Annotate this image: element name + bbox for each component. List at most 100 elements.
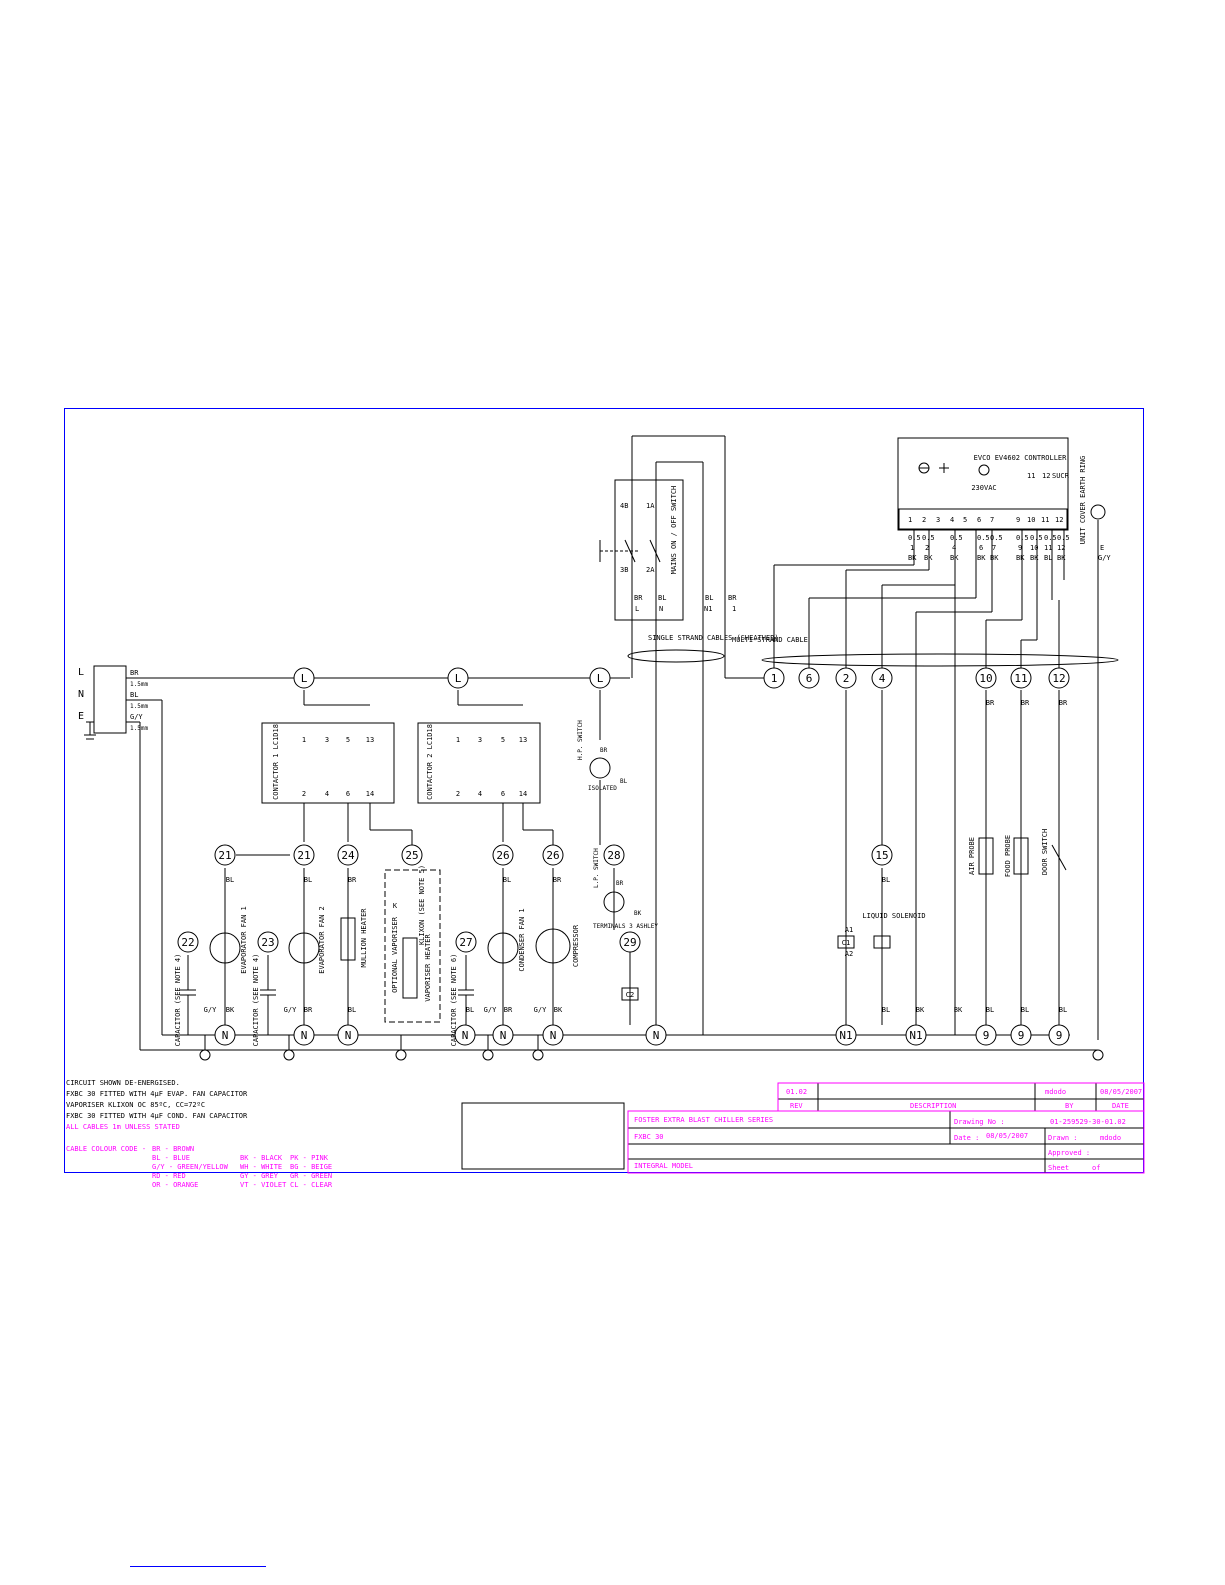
c2-top-3: 3: [478, 736, 482, 744]
tb-sheet-label: Sheet: [1048, 1164, 1069, 1172]
node-21b: 21: [297, 849, 310, 862]
c1-top-3: 3: [325, 736, 329, 744]
cc3-0: PK - PINK: [290, 1154, 329, 1162]
c1-top-5: 5: [346, 736, 350, 744]
tb-rev-by: mdodo: [1045, 1088, 1066, 1096]
door-switch-label: DOOR SWITCH: [1041, 829, 1049, 875]
coil-a2: A2: [845, 950, 853, 958]
footer-link-underline[interactable]: [130, 1566, 266, 1567]
color-3: BK: [977, 554, 986, 562]
color-6: BK: [1030, 554, 1039, 562]
cap3-label: CAPACITOR (SEE NOTE 6): [450, 954, 458, 1047]
switch-tag-2: N: [659, 605, 663, 613]
supply-e: E: [78, 711, 84, 722]
size-8: 0.5: [1057, 534, 1070, 542]
tb-drawn: mdodo: [1100, 1134, 1121, 1142]
switch-term-1a: 1A: [646, 502, 655, 510]
c2-bot-2: 2: [456, 790, 460, 798]
node-l-3: L: [597, 672, 604, 685]
node-n-6: N: [550, 1029, 557, 1042]
tag-1: 2: [925, 544, 929, 552]
hp-switch-label: H.P. SWITCH: [577, 720, 584, 760]
node-22: 22: [181, 936, 194, 949]
node-27: 27: [459, 936, 472, 949]
tb-approved-label: Approved :: [1048, 1149, 1090, 1157]
cap2-label: CAPACITOR (SEE NOTE 4): [252, 954, 260, 1047]
switch-term-2a: 2A: [646, 566, 655, 574]
c1-top-13: 13: [366, 736, 374, 744]
tag-bl-8: BL: [986, 1006, 994, 1014]
supply-size-1: 1.5mm: [130, 681, 148, 688]
supply-gy: G/Y: [130, 713, 143, 721]
switch-tag-1: L: [635, 605, 639, 613]
controller-term-12: 12: [1055, 516, 1063, 524]
cc1-3: RD - RED: [152, 1172, 186, 1180]
tag-bl-3: BL: [503, 876, 511, 884]
hp-switch-note: ISOLATED: [588, 785, 617, 792]
note-2: FXBC 30 FITTED WITH 4µF EVAP. FAN CAPACI…: [66, 1090, 248, 1098]
light-icon: [978, 464, 990, 476]
controller-term-6: 6: [977, 516, 981, 524]
cc2-2: GY - GREY: [240, 1172, 279, 1180]
earth-color: G/Y: [1098, 554, 1111, 562]
tag-br-2: BR: [553, 876, 562, 884]
hp-color-bl: BL: [620, 778, 628, 785]
size-6: 0.5: [1030, 534, 1043, 542]
switch-color-4: BR: [728, 594, 737, 602]
coil-c2: C2: [626, 991, 634, 999]
cc1-4: OR - ORANGE: [152, 1181, 198, 1189]
tb-model: FXBC 30: [634, 1133, 664, 1141]
c1-top-1: 1: [302, 736, 306, 744]
tb-date: 08/05/2007: [986, 1132, 1028, 1140]
tag-8: 12: [1057, 544, 1065, 552]
color-5: BK: [1016, 554, 1025, 562]
coil-a1: A1: [845, 926, 853, 934]
node-11: 11: [1014, 672, 1027, 685]
node-9-3: 9: [1056, 1029, 1063, 1042]
size-5: 0.5: [1016, 534, 1029, 542]
controller-term-11: 11: [1041, 516, 1049, 524]
node-9-2: 9: [1018, 1029, 1025, 1042]
color-0: BK: [908, 554, 917, 562]
earth-ring-label: UNIT COVER EARTH RING: [1079, 456, 1087, 545]
single-strand-label: SINGLE STRAND CABLES (SHEATHED): [648, 634, 779, 642]
size-3: 0.5: [977, 534, 990, 542]
liquid-solenoid-label: LIQUID SOLENOID: [862, 912, 925, 920]
tag-2: 4: [952, 544, 956, 552]
lp-color-bk: BK: [634, 910, 642, 917]
size-4: 0.5: [990, 534, 1003, 542]
cc1-1: BL - BLUE: [152, 1154, 190, 1162]
node-29: 29: [623, 936, 636, 949]
c2-top-1: 1: [456, 736, 460, 744]
node-n-5: N: [500, 1029, 507, 1042]
node-2: 2: [843, 672, 850, 685]
tag-gy-1: G/Y: [204, 1006, 217, 1014]
cc2-3: VT - VIOLET: [240, 1181, 287, 1189]
node-24: 24: [341, 849, 355, 862]
cc2-1: WH - WHITE: [240, 1163, 282, 1171]
multi-strand-label: MULTI-STRAND CABLE: [732, 636, 808, 644]
coil-c1: C1: [842, 939, 850, 947]
tag-bk-3: BK: [916, 1006, 925, 1014]
color-2: BK: [950, 554, 959, 562]
contactor1-label: CONTACTOR 1 LC1D18: [272, 724, 280, 800]
c1-bot-4: 4: [325, 790, 329, 798]
controller-term-9: 9: [1016, 516, 1020, 524]
drawing-frame: [64, 408, 1144, 1173]
controller-top-sucr: SUCR: [1052, 472, 1070, 480]
tb-drawing-no-label: Drawing No :: [954, 1118, 1005, 1126]
node-l-1: L: [301, 672, 308, 685]
hp-switch-icon: [589, 757, 611, 779]
c1-bot-6: 6: [346, 790, 350, 798]
cc1-2: G/Y - GREEN/YELLOW: [152, 1163, 229, 1171]
tb-rev: 01.02: [786, 1088, 807, 1096]
tb-date-label: Date :: [954, 1134, 979, 1142]
node-26b: 26: [546, 849, 559, 862]
evap-fan1-label: EVAPORATOR FAN 1: [240, 906, 248, 973]
node-6: 6: [806, 672, 813, 685]
coil-k: K: [393, 902, 398, 910]
node-n-1: N: [222, 1029, 229, 1042]
tag-gy-3: G/Y: [484, 1006, 497, 1014]
tag-bl-6: BL: [466, 1006, 474, 1014]
